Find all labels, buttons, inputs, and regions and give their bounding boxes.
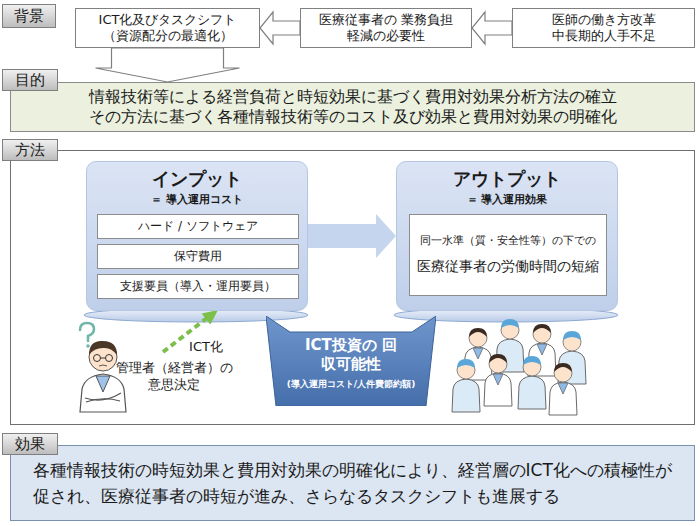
effect-item-box: 同一水準（質・安全性等）の下での医療従事者の労働時間の短縮 <box>409 214 607 296</box>
node-text: 医療従事者の労働時間の短縮 <box>417 258 599 276</box>
block-arrow <box>96 48 240 82</box>
node-text: 支援要員（導入・運用要員） <box>120 279 276 294</box>
node-text: 医療従事者の 業務負担軽減の必要性 <box>316 12 456 45</box>
background-box: 医療従事者の 業務負担軽減の必要性 <box>300 8 472 48</box>
block-arrow <box>260 12 300 44</box>
node-text: 医師の働き方改革 中長期的人手不足 <box>546 12 661 45</box>
roi-banner: ICT投資の 回収可能性 (導入運用コスト/人件費節約額) <box>266 316 436 406</box>
node-text: インプット <box>152 168 242 191</box>
node-text: (導入運用コスト/人件費節約額) <box>287 379 416 390</box>
cost-item-box: ハード / ソフトウェア <box>97 214 299 239</box>
node-text: ＝ 導入運用コスト <box>151 193 243 207</box>
input-panel: インプット ＝ 導入運用コストハード / ソフトウェア保守費用支援要員（導入・運用… <box>86 161 308 311</box>
cost-item-box: 保守費用 <box>97 244 299 269</box>
node-text: ＝ 導入運用効果 <box>467 193 548 207</box>
section-heading: 方法 <box>2 139 58 161</box>
node-text: 情報技術等による経営負荷と時短効果に基づく費用対効果分析方法の確立 <box>89 87 617 107</box>
node-text: 保守費用 <box>174 249 222 264</box>
cost-item-box: 支援要員（導入・運用要員） <box>97 274 299 299</box>
node-text: アウトプット <box>453 168 561 191</box>
background-box: ICT化及びタスクシフト （資源配分の最適化） <box>75 8 260 48</box>
node-text: ICT化及びタスクシフト （資源配分の最適化） <box>98 12 238 45</box>
node-text: 背景 <box>14 7 44 26</box>
node-text: ICT投資の 回収可能性 <box>301 336 401 374</box>
node-text: その方法に基づく各種情報技術等のコスト及び効果と費用対効果の明確化 <box>89 107 617 127</box>
section-heading: 効果 <box>2 433 58 455</box>
node-text: 各種情報技術の時短効果と費用対効果の明確化により、経営層のICT化への積極性が促… <box>33 457 673 509</box>
effect-band: 効果各種情報技術の時短効果と費用対効果の明確化により、経営層のICT化への積極性… <box>10 445 695 521</box>
node-text: 同一水準（質・安全性等）の下での <box>420 234 596 248</box>
method-panel: 方法インプット＝ 導入運用コストハード / ソフトウェア保守費用支援要員（導入・… <box>10 150 695 425</box>
section-tab: 背景 <box>2 4 56 28</box>
output-panel: アウトプット ＝ 導入運用効果同一水準（質・安全性等）の下での医療従事者の労働時間… <box>396 161 618 311</box>
background-box: 医師の働き方改革 中長期的人手不足 <box>512 8 695 48</box>
block-arrow <box>472 12 512 44</box>
node-text: ハード / ソフトウェア <box>138 219 258 234</box>
section-heading: 目的 <box>2 69 58 91</box>
banner-shape <box>266 316 436 406</box>
annotation-label: ICT化 <box>184 339 228 356</box>
annotation-label: 管理者（経営者）の 意思決定 <box>112 360 236 394</box>
purpose-band: 目的情報技術等による経営負荷と時短効果に基づく費用対効果分析方法の確立その方法に… <box>10 82 695 132</box>
